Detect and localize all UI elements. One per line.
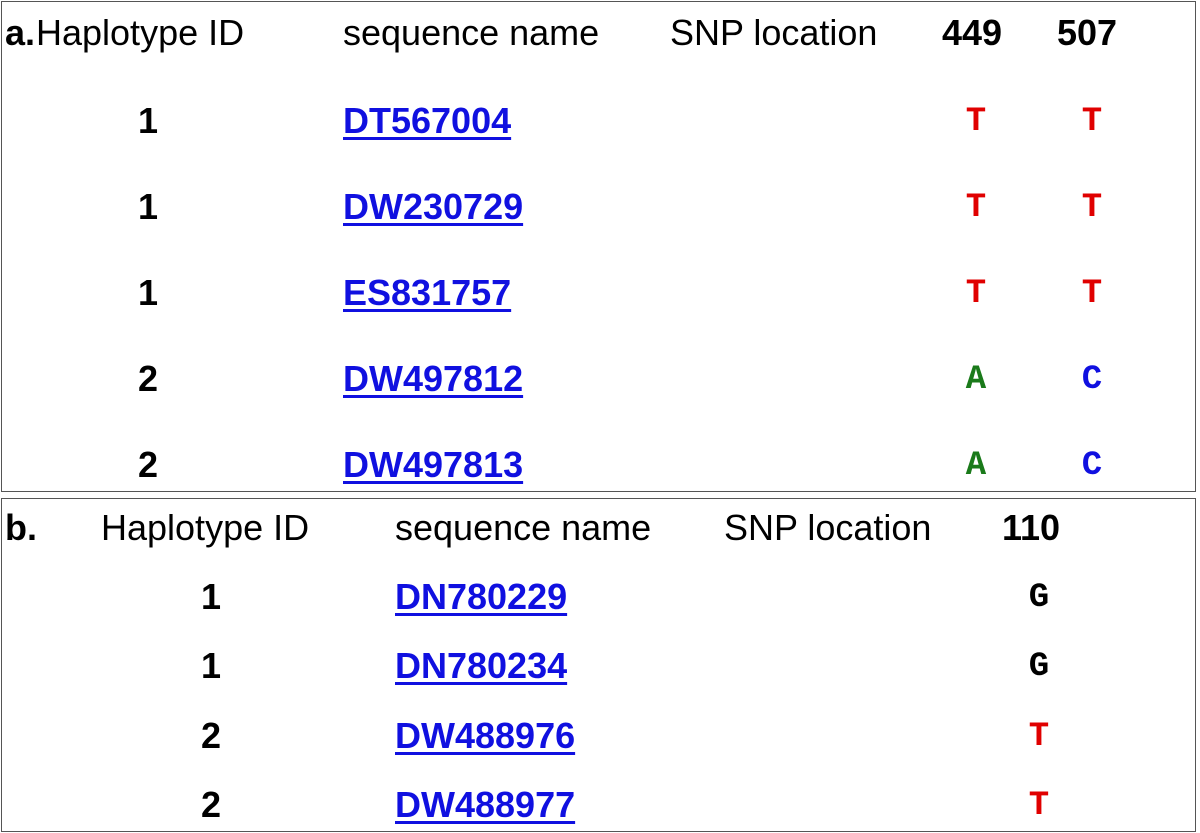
sequence-link[interactable]: DN780229	[395, 576, 568, 617]
sequence-link[interactable]: DN780234	[395, 645, 568, 686]
header-sequence-name: sequence name	[395, 507, 652, 548]
snp-base: T	[1081, 189, 1103, 227]
panel-b-label: b.	[5, 507, 37, 548]
snp-base: T	[965, 103, 987, 141]
snp-base: C	[1081, 361, 1103, 399]
snp-base: G	[1028, 648, 1050, 686]
snp-base: T	[965, 275, 987, 313]
header-haplotype-id: Haplotype ID	[101, 507, 310, 548]
haplotype-id: 1	[200, 576, 222, 617]
snp-base: A	[965, 361, 987, 399]
header-sequence-name: sequence name	[343, 12, 600, 53]
sequence-link[interactable]: DW230729	[343, 186, 524, 227]
snp-base: T	[1081, 103, 1103, 141]
sequence-link[interactable]: DW497812	[343, 358, 524, 399]
haplotype-id: 1	[137, 100, 159, 141]
sequence-link[interactable]: DW488977	[395, 784, 576, 825]
header-haplotype-id: Haplotype ID	[36, 12, 245, 53]
snp-base: T	[965, 189, 987, 227]
haplotype-id: 2	[137, 358, 159, 399]
snp-base: C	[1081, 447, 1103, 485]
haplotype-id: 1	[200, 645, 222, 686]
panel-a-label: a.	[5, 12, 36, 53]
header-snp-location: SNP location	[724, 507, 932, 548]
haplotype-id: 2	[200, 715, 222, 756]
snp-base: T	[1028, 787, 1050, 825]
sequence-link[interactable]: DT567004	[343, 100, 512, 141]
snp-base: G	[1028, 579, 1050, 617]
header-position-507: 507	[1057, 12, 1118, 53]
sequence-link[interactable]: DW497813	[343, 444, 524, 485]
sequence-link[interactable]: ES831757	[343, 272, 512, 313]
header-position-110: 110	[1002, 507, 1061, 548]
haplotype-id: 1	[137, 272, 159, 313]
sequence-link[interactable]: DW488976	[395, 715, 576, 756]
haplotype-id: 1	[137, 186, 159, 227]
snp-base: T	[1028, 718, 1050, 756]
header-position-449: 449	[942, 12, 1003, 53]
haplotype-id: 2	[200, 784, 222, 825]
snp-base: T	[1081, 275, 1103, 313]
panel-b-haplotype-table: b. Haplotype ID sequence name SNP locati…	[1, 498, 1196, 832]
haplotype-id: 2	[137, 444, 159, 485]
panel-a-haplotype-table: a. Haplotype ID sequence name SNP locati…	[1, 1, 1196, 492]
header-snp-location: SNP location	[670, 12, 878, 53]
snp-base: A	[965, 447, 987, 485]
